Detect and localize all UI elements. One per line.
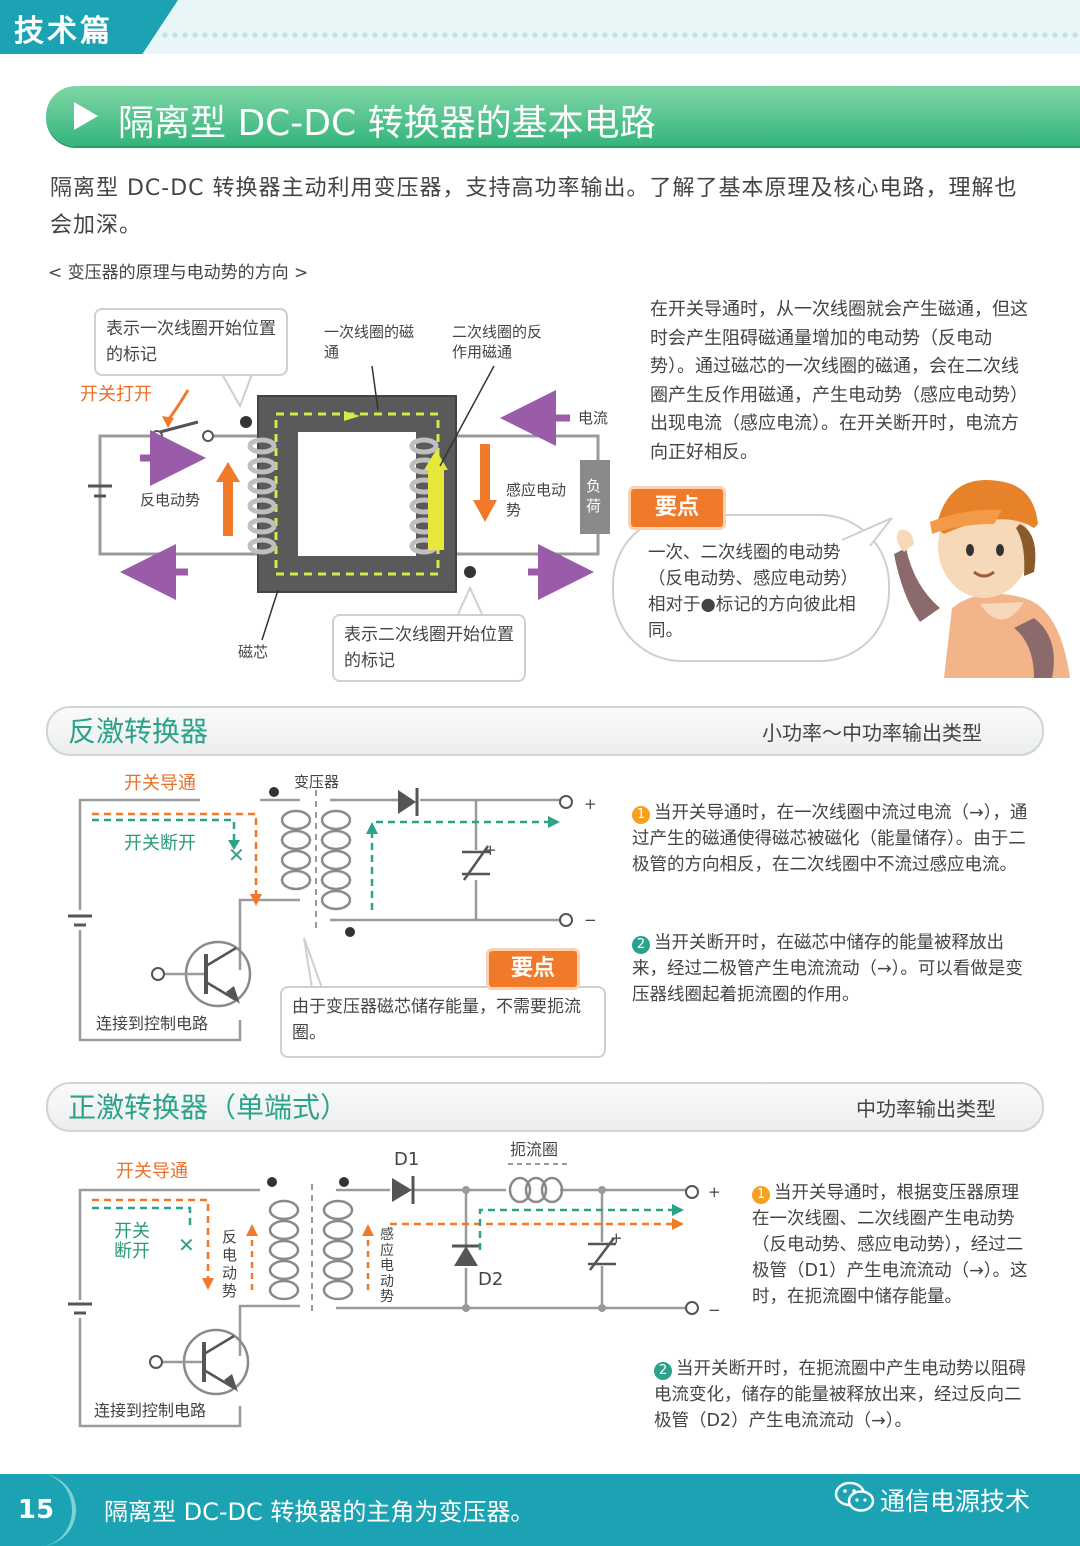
forward-induced-emf-label: 感应电动势 <box>380 1227 394 1305</box>
flyback-section-bar <box>46 706 1044 756</box>
transformer-explanation: 在开关导通时，从一次线圈就会产生磁通，但这时会产生阻碍磁通量增加的电动势（反电动… <box>650 299 1028 463</box>
brand-label: 通信电源技术 <box>880 1487 1031 1516</box>
secondary-flux-label: 二次线圈的反作用磁通 <box>452 323 543 361</box>
forward-switch-on-label: 开关导通 <box>116 1161 188 1182</box>
number-1-icon: 1 <box>632 806 650 824</box>
flyback-key-callout: 由于变压器磁芯储存能量，不需要扼流圈。 <box>280 986 606 1058</box>
forward-type: 中功率输出类型 <box>856 1097 996 1121</box>
character-illustration <box>894 479 1070 678</box>
bubble-tail <box>841 517 893 547</box>
page-title: 隔离型 DC-DC 转换器的基本电路 <box>118 103 656 144</box>
callout-primary-mark: 表示一次线圈开始位置的标记 <box>94 308 288 376</box>
key-point-text: 一次、二次线圈的电动势（反电动势、感应电动势）相对于●标记的方向彼此相同。 <box>648 543 858 641</box>
flyback-circuit-diagram: ✕ <box>68 787 573 1042</box>
wechat-icon <box>834 1481 875 1512</box>
d1-label: D1 <box>394 1149 420 1170</box>
number-2-icon: 2 <box>632 936 650 954</box>
callout-secondary-mark: 表示二次线圈开始位置的标记 <box>332 614 526 682</box>
core-label: 磁芯 <box>238 643 269 661</box>
forward-back-emf-label: 反电动势 <box>222 1228 238 1300</box>
title-banner <box>46 86 1080 146</box>
induced-emf-label: 感应电动势 <box>506 481 567 519</box>
forward-circuit-diagram: ✕ <box>68 1163 699 1428</box>
flyback-plus-label: + <box>584 795 597 813</box>
flyback-cap-plus-label: + <box>484 841 497 859</box>
section-tag: 技术篇 <box>14 14 113 49</box>
flyback-minus-label: − <box>584 911 597 929</box>
svg-text:✕: ✕ <box>228 843 245 867</box>
key-point-badge: 要点 <box>628 486 726 530</box>
forward-plus-label: + <box>708 1183 721 1201</box>
transformer-label: 变压器 <box>294 773 340 791</box>
flyback-title: 反激转换器 <box>68 715 209 748</box>
flyback-switch-off-label: 开关断开 <box>124 833 196 854</box>
forward-control-label: 连接到控制电路 <box>94 1401 207 1420</box>
flyback-key-badge: 要点 <box>486 948 580 990</box>
back-emf-label: 反电动势 <box>140 491 201 509</box>
play-arrow-icon <box>74 102 98 130</box>
flyback-control-label: 连接到控制电路 <box>96 1014 209 1033</box>
flyback-type: 小功率～中功率输出类型 <box>762 721 982 745</box>
current-label: 电流 <box>578 409 609 427</box>
number-1-icon: 1 <box>752 1186 770 1204</box>
choke-label: 扼流圈 <box>510 1140 559 1159</box>
forward-switch-off-label: 开关断开 <box>114 1221 150 1262</box>
figure-caption: < 变压器的原理与电动势的方向 > <box>48 263 309 283</box>
svg-text:✕: ✕ <box>178 1233 195 1257</box>
forward-cap-plus-label: + <box>610 1229 623 1247</box>
forward-minus-label: − <box>708 1301 721 1319</box>
load-label: 负荷 <box>586 477 602 515</box>
section-tab <box>0 0 178 54</box>
page-number: 15 <box>0 1474 76 1546</box>
primary-flux-label: 一次线圈的磁通 <box>324 323 415 361</box>
transformer-diagram <box>88 365 610 641</box>
footer-bar <box>0 1474 1080 1546</box>
dotted-rule <box>160 30 1080 42</box>
number-2-icon: 2 <box>654 1362 672 1380</box>
flyback-switch-on-label: 开关导通 <box>124 773 196 794</box>
intro-paragraph: 隔离型 DC-DC 转换器主动利用变压器，支持高功率输出。了解了基本原理及核心电… <box>50 176 1018 238</box>
top-bar <box>0 0 1080 54</box>
forward-title: 正激转换器（单端式） <box>68 1091 349 1124</box>
forward-section-bar <box>46 1082 1044 1132</box>
footer-text: 隔离型 DC-DC 转换器的主角为变压器。 <box>104 1498 535 1526</box>
d2-label: D2 <box>478 1269 504 1290</box>
switch-on-label: 开关打开 <box>80 384 152 405</box>
